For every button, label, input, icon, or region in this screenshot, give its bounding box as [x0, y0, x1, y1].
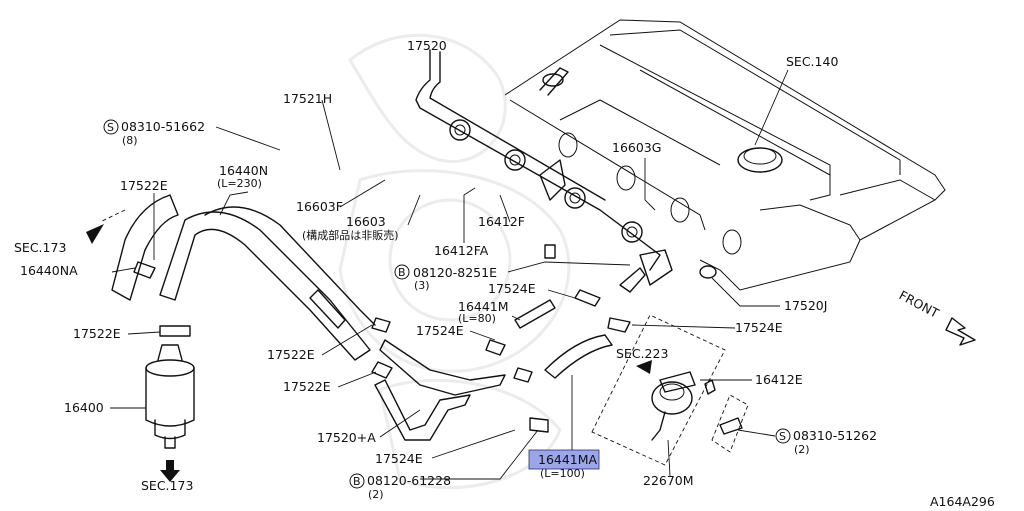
direction-arrow-icon [160, 460, 180, 482]
label-16400: 16400 [64, 400, 104, 415]
label-16603-note: (構成部品は非販売) [302, 228, 399, 242]
s-screw-prefix-icon: S [103, 119, 119, 135]
injector-1 [449, 119, 471, 141]
label-16440na: 16440NA [20, 263, 78, 278]
label-16412fa: 16412FA [434, 243, 489, 258]
label-17522e-c: 17522E [267, 347, 315, 362]
injector-3 [564, 187, 586, 209]
label-sec140: SEC.140 [786, 54, 838, 69]
label-17520j: 17520J [784, 298, 827, 313]
label-17524e-a: 17524E [488, 281, 536, 296]
label-08120-61228-qty: (2) [368, 488, 384, 501]
label-08310-51262-qty: (2) [794, 443, 810, 456]
screw-dashed-outline [711, 394, 749, 453]
label-17524e-b: 17524E [416, 323, 464, 338]
label-17522e-d: 17522E [283, 379, 331, 394]
b-bolt-prefix-icon: B [394, 264, 410, 280]
label-16441ma: 16441MA [538, 452, 598, 467]
pressure-regulator [651, 371, 743, 441]
svg-text:S: S [107, 121, 114, 134]
direction-arrow-icon [86, 209, 126, 244]
label-16603g: 16603G [612, 140, 661, 155]
label-16412f: 16412F [478, 214, 525, 229]
label-22670m: 22670M [643, 473, 694, 488]
label-17520-a: 17520+A [317, 430, 376, 445]
fuel-filter [145, 344, 195, 449]
s-screw-prefix-icon: S [775, 428, 791, 444]
leader-lines [110, 52, 789, 480]
label-16441ma-length: (L=100) [540, 467, 585, 480]
part-highlight-16441ma [528, 449, 600, 470]
label-17520: 17520 [407, 38, 447, 53]
fuel-rail-assembly [415, 49, 673, 293]
label-17524e-c: 17524E [375, 451, 423, 466]
label-17524e-d: 17524E [735, 320, 783, 335]
label-16603f: 16603F [296, 199, 343, 214]
engine-head-cover [504, 19, 946, 291]
label-08310-51262: 08310-51262 [793, 428, 877, 443]
svg-text:S: S [779, 430, 786, 443]
label-08120-8251e: 08120-8251E [413, 265, 497, 280]
svg-text:B: B [353, 475, 361, 488]
front-arrow-icon [945, 317, 976, 346]
label-17522e-a: 17522E [120, 178, 168, 193]
label-16441m-length: (L=80) [458, 312, 496, 325]
label-16440n-length: (L=230) [217, 177, 262, 190]
label-sec223: SEC.223 [616, 346, 668, 361]
regulator-dashed-outline [591, 314, 726, 466]
b-bolt-prefix-icon: B [349, 473, 365, 489]
watermark-emblem [338, 33, 571, 490]
injector-2 [504, 149, 526, 171]
label-17521h: 17521H [283, 91, 332, 106]
diagram-id: A164A296 [930, 494, 995, 509]
label-08310-51662-qty: (8) [122, 134, 138, 147]
label-sec173-bottom: SEC.173 [141, 478, 193, 493]
label-17522e-b: 17522E [73, 326, 121, 341]
label-08120-61228: 08120-61228 [367, 473, 451, 488]
label-16603: 16603 [346, 214, 386, 229]
label-sec173-top: SEC.173 [14, 240, 66, 255]
label-16412e: 16412E [755, 372, 803, 387]
label-08120-8251e-qty: (3) [414, 279, 430, 292]
label-front: FRONT [897, 287, 942, 320]
label-08310-51662: 08310-51662 [121, 119, 205, 134]
label-16441m: 16441M [458, 299, 509, 314]
svg-text:B: B [398, 266, 406, 279]
direction-arrow-icon [636, 360, 652, 374]
label-16440n: 16440N [219, 163, 268, 178]
fuel-hoses [111, 194, 631, 441]
injector-4 [621, 221, 643, 243]
